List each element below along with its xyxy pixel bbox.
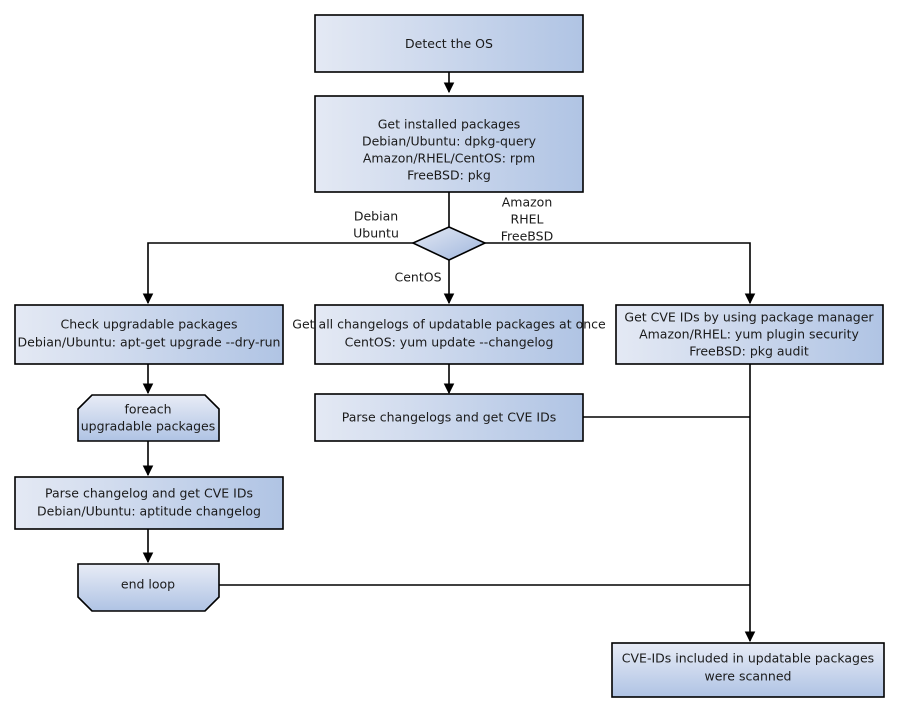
node-detect-os-line-0: Detect the OS — [405, 36, 493, 51]
node-parse-changelog-cve-ids-line-1: Debian/Ubuntu: aptitude changelog — [37, 504, 261, 519]
node-get-installed-packages-line-0: Get installed packages — [378, 117, 521, 132]
edge-decision-to-check-upgradable — [142, 242, 413, 305]
node-detect-os[interactable]: Detect the OS — [314, 14, 584, 73]
node-end-loop-line-0: end loop — [121, 577, 175, 592]
node-get-cve-ids-package-manager-line-2: FreeBSD: pkg audit — [689, 344, 809, 359]
node-get-installed-packages-line-3: FreeBSD: pkg — [407, 168, 491, 183]
node-detect-os-shape — [314, 14, 584, 73]
edge-label-amazon-rhel-freebsd-line-2: FreeBSD — [501, 229, 553, 244]
node-check-upgradable-packages-shape — [14, 304, 284, 365]
node-parse-changelog-cve-ids[interactable]: Parse changelog and get CVE IDs Debian/U… — [14, 476, 284, 530]
node-cve-ids-scanned-line-0: CVE-IDs included in updatable packages — [622, 651, 874, 666]
node-get-cve-ids-package-manager[interactable]: Get CVE IDs by using package manager Ama… — [615, 304, 884, 365]
node-get-all-changelogs[interactable]: Get all changelogs of updatable packages… — [292, 304, 606, 365]
node-check-upgradable-packages-line-0: Check upgradable packages — [61, 317, 238, 332]
node-end-loop[interactable]: end loop — [77, 563, 220, 612]
edge-label-debian-ubuntu-line-1: Ubuntu — [353, 226, 399, 241]
edge-label-debian-ubuntu-line-0: Debian — [354, 209, 398, 224]
edge-label-amazon-rhel-freebsd-line-1: RHEL — [511, 212, 544, 227]
connector-layer — [142, 72, 756, 643]
node-end-loop-shape — [77, 563, 220, 612]
edge-label-centos: CentOS — [394, 270, 441, 285]
node-parse-changelogs-cve-ids-shape — [314, 393, 584, 442]
node-foreach-loop-start-shape — [77, 394, 220, 442]
edge-label-centos-line-0: CentOS — [394, 270, 441, 285]
node-get-all-changelogs-line-0: Get all changelogs of updatable packages… — [292, 317, 606, 332]
node-get-cve-ids-package-manager-line-1: Amazon/RHEL: yum plugin security — [639, 327, 859, 342]
node-os-decision[interactable] — [411, 226, 487, 261]
node-parse-changelogs-cve-ids[interactable]: Parse changelogs and get CVE IDs — [314, 393, 584, 442]
edge-decision-to-get-cve-ids — [485, 242, 756, 305]
node-parse-changelog-cve-ids-shape — [14, 476, 284, 530]
node-get-cve-ids-package-manager-line-0: Get CVE IDs by using package manager — [624, 310, 874, 325]
node-get-installed-packages-line-1: Debian/Ubuntu: dpkg-query — [362, 134, 537, 149]
node-foreach-loop-start-line-0: foreach — [124, 402, 171, 417]
edge-label-amazon-rhel-freebsd: Amazon RHEL FreeBSD — [501, 195, 553, 244]
node-get-all-changelogs-line-1: CentOS: yum update --changelog — [345, 335, 554, 350]
node-parse-changelog-cve-ids-line-0: Parse changelog and get CVE IDs — [45, 486, 253, 501]
node-get-all-changelogs-shape — [314, 304, 584, 365]
node-foreach-loop-start[interactable]: foreach upgradable packages — [77, 394, 220, 442]
node-get-installed-packages-shape — [314, 95, 584, 193]
node-cve-ids-scanned-shape — [611, 642, 885, 698]
node-check-upgradable-packages[interactable]: Check upgradable packages Debian/Ubuntu:… — [14, 304, 284, 365]
node-foreach-loop-start-line-1: upgradable packages — [81, 419, 216, 434]
edge-label-amazon-rhel-freebsd-line-0: Amazon — [502, 195, 553, 210]
node-parse-changelogs-cve-ids-line-0: Parse changelogs and get CVE IDs — [342, 410, 556, 425]
node-cve-ids-scanned-line-1: were scanned — [705, 669, 792, 684]
node-os-decision-shape — [411, 226, 487, 261]
node-get-installed-packages-line-2: Amazon/RHEL/CentOS: rpm — [363, 151, 535, 166]
node-check-upgradable-packages-line-1: Debian/Ubuntu: apt-get upgrade --dry-run — [18, 335, 281, 350]
edge-label-debian-ubuntu: Debian Ubuntu — [353, 209, 399, 241]
node-get-installed-packages[interactable]: Get installed packages Debian/Ubuntu: dp… — [314, 95, 584, 193]
node-cve-ids-scanned[interactable]: CVE-IDs included in updatable packages w… — [611, 642, 885, 698]
node-get-cve-ids-package-manager-shape — [615, 304, 884, 365]
